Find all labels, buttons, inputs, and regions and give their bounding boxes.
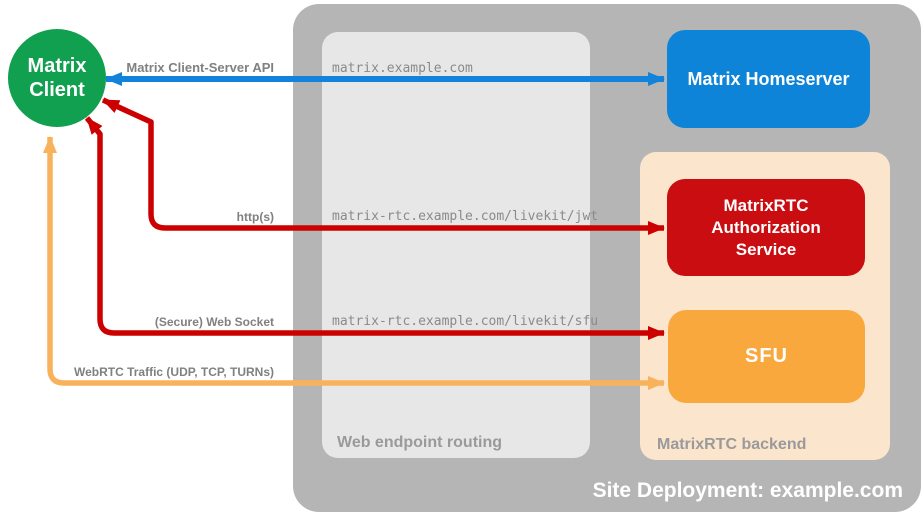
client-server-api-label: Matrix Client-Server API bbox=[126, 60, 274, 75]
endpoint-livekit-sfu: matrix-rtc.example.com/livekit/sfu bbox=[332, 314, 599, 329]
endpoint-livekit-jwt: matrix-rtc.example.com/livekit/jwt bbox=[332, 209, 599, 224]
matrix-homeserver-node: Matrix Homeserver bbox=[667, 30, 870, 128]
site-deployment-label: Site Deployment: example.com bbox=[592, 479, 903, 502]
web-endpoint-routing-container bbox=[322, 32, 590, 458]
web-endpoint-routing-label: Web endpoint routing bbox=[337, 434, 503, 451]
webrtc-traffic-label: WebRTC Traffic (UDP, TCP, TURNs) bbox=[73, 365, 274, 379]
endpoint-matrix-example-com: matrix.example.com bbox=[332, 61, 473, 76]
matrixrtc-authorization-service-node: MatrixRTC Authorization Service bbox=[667, 179, 865, 276]
matrixrtc-backend-label: MatrixRTC backend bbox=[657, 436, 807, 453]
https-label: http(s) bbox=[236, 210, 274, 224]
matrix-client-node: Matrix Client bbox=[8, 29, 106, 127]
sfu-node: SFU bbox=[668, 310, 865, 403]
secure-web-socket-label: (Secure) Web Socket bbox=[154, 315, 274, 329]
